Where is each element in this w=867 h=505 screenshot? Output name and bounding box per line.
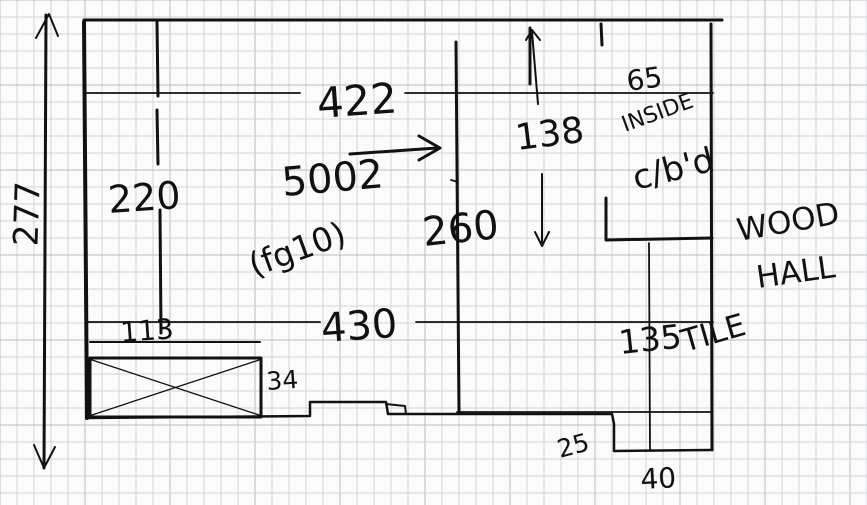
arrow-head-to-middle-wall xyxy=(417,134,442,162)
crossed-box xyxy=(88,341,263,419)
cupboard-lower-wall xyxy=(604,196,714,242)
dimension-lines xyxy=(33,13,550,470)
left-height-dimension xyxy=(42,13,48,470)
left-wall xyxy=(82,20,89,420)
box-cross-2 xyxy=(91,359,260,416)
main-area-line xyxy=(450,179,459,183)
left-height-tick-bottom xyxy=(33,444,56,469)
label-left-height: 277 xyxy=(6,181,48,247)
label-box-width: 113 xyxy=(119,312,175,349)
arrow-to-middle-wall xyxy=(348,146,439,156)
label-lower-right-height: 135 xyxy=(617,317,684,362)
label-left-room-depth: 220 xyxy=(107,173,182,222)
label-box-height: 34 xyxy=(265,365,299,396)
cupboard-depth-arrow-top xyxy=(525,29,541,41)
label-top-width: 422 xyxy=(315,74,398,128)
left-room-divider-lower xyxy=(155,108,160,166)
bottom-wall xyxy=(85,400,712,453)
storage-box xyxy=(88,356,263,419)
label-bottom-width: 430 xyxy=(319,301,398,352)
cupboard-depth-upper-line xyxy=(531,31,539,105)
walls xyxy=(82,18,724,453)
left-room-divider xyxy=(155,20,160,98)
lower-right-divider xyxy=(648,242,651,451)
left-room-inner-wall xyxy=(158,208,163,335)
middle-wall xyxy=(454,40,461,414)
label-bottom-step-width: 40 xyxy=(640,461,677,496)
handwritten-labels: 422 277 220 5002 (fg10) 260 138 65 INSID… xyxy=(6,60,842,496)
label-middle-wall: 260 xyxy=(420,202,501,256)
label-main-area: 5002 xyxy=(280,151,385,206)
cupboard-wall-mark xyxy=(599,22,604,47)
label-cupboard-top: 65 xyxy=(624,60,664,98)
left-height-tick-top xyxy=(35,13,59,39)
label-inside-cupboard-depth: 138 xyxy=(513,110,586,159)
cupboard-depth-arrow-bottom xyxy=(534,231,550,247)
bottom-left-notch xyxy=(385,403,407,415)
